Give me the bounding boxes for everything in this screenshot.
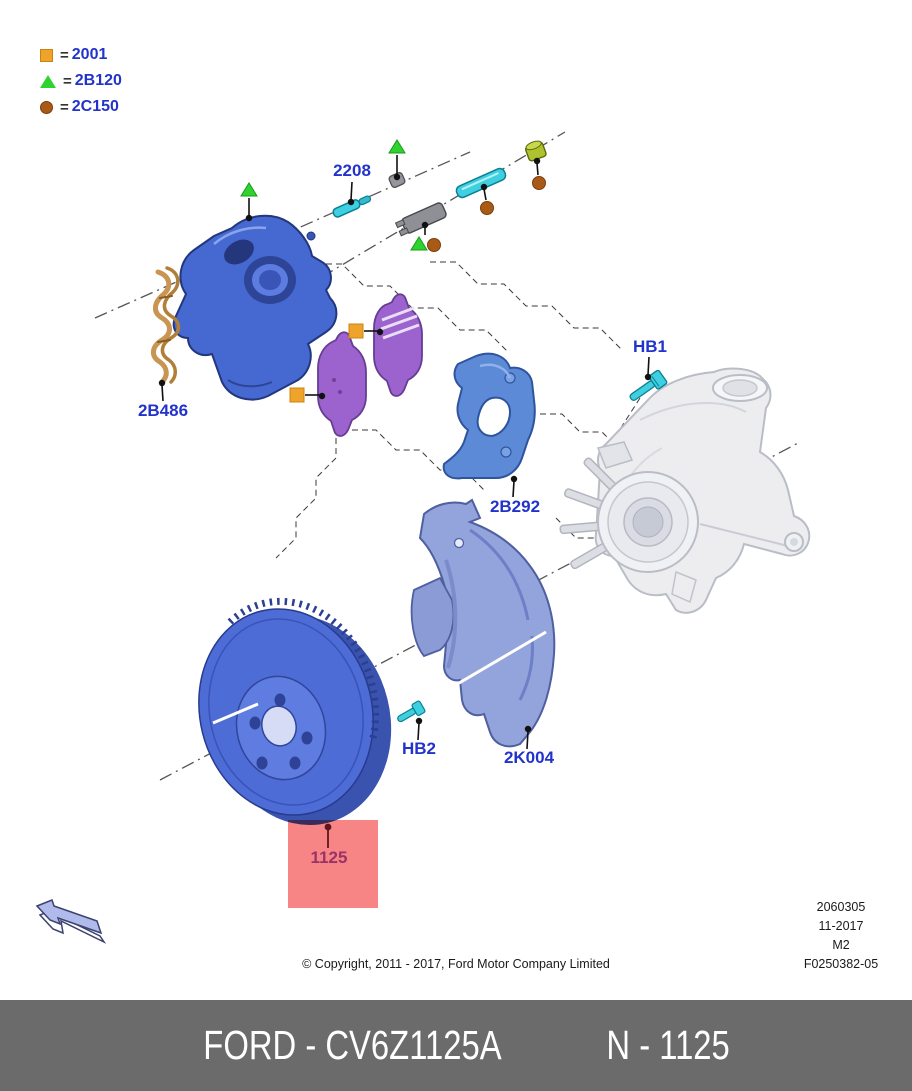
legend: = 2001 = 2B120 = 2C150 <box>40 42 122 120</box>
copyright-text: © Copyright, 2011 - 2017, Ford Motor Com… <box>302 957 610 971</box>
spring-clip-part[interactable] <box>151 266 181 385</box>
legend-code[interactable]: 2C150 <box>71 98 119 115</box>
part-label-spring-clip[interactable]: 2B486 <box>137 401 189 420</box>
triangle-marker <box>410 236 428 251</box>
doc-number: 2060305 <box>816 900 866 914</box>
doc-figure-number: F0250382-05 <box>803 957 879 971</box>
sleeve-part <box>394 202 447 237</box>
square-marker-icon <box>40 48 53 62</box>
footer-catalog-number: N - 1125 <box>606 1022 731 1068</box>
brake-pads-part[interactable] <box>317 293 423 437</box>
diagram-canvas <box>35 131 811 944</box>
part-label-guide-pin[interactable]: 2208 <box>333 161 371 180</box>
legend-equals: = <box>60 98 69 116</box>
circle-marker <box>532 176 546 190</box>
guide-pin-hardware-parts[interactable] <box>332 139 547 237</box>
highlight-box <box>288 820 378 908</box>
part-label-caliper-bracket[interactable]: 2B292 <box>489 497 541 516</box>
legend-item: = 2B120 <box>40 68 122 94</box>
square-marker <box>348 323 364 339</box>
part-label-hub-bolt-2[interactable]: HB2 <box>401 739 437 758</box>
legend-equals: = <box>60 46 69 64</box>
splash-shield-part[interactable] <box>410 498 556 748</box>
hub-bolt-hb2-part[interactable] <box>395 700 426 725</box>
steering-knuckle-part[interactable] <box>559 367 811 614</box>
circle-marker <box>427 238 441 252</box>
direction-arrow-icon <box>35 899 107 944</box>
cap-nut-part <box>524 140 547 162</box>
part-label-brake-disc[interactable]: 1125 <box>310 848 348 867</box>
legend-item: = 2C150 <box>40 94 122 120</box>
legend-code[interactable]: 2001 <box>71 46 108 63</box>
doc-revision: M2 <box>832 938 850 952</box>
legend-item: = 2001 <box>40 42 122 68</box>
footer-part-bar: FORD - CV6Z1125A N - 1125 <box>0 1000 912 1091</box>
brake-caliper-part[interactable] <box>172 214 338 401</box>
part-label-hub-bolt-1[interactable]: HB1 <box>632 337 668 356</box>
legend-code[interactable]: 2B120 <box>74 72 122 89</box>
square-marker <box>289 387 305 403</box>
doc-info-block: 2060305 11-2017 M2 F0250382-05 <box>770 898 912 974</box>
caliper-bracket-part[interactable] <box>442 352 536 480</box>
hub-bolt-hb1-part[interactable] <box>626 369 668 405</box>
callout-leaders <box>158 155 652 848</box>
part-label-splash-shield[interactable]: 2K004 <box>503 748 555 767</box>
circle-marker <box>480 201 494 215</box>
brake-disc-part[interactable] <box>177 590 413 844</box>
fastener-markers <box>240 139 546 403</box>
circle-marker-icon <box>40 100 53 114</box>
triangle-marker <box>240 182 258 197</box>
triangle-marker <box>388 139 406 154</box>
footer-brand-part-number: FORD - CV6Z1125A <box>203 1022 503 1068</box>
triangle-marker-icon <box>40 74 56 88</box>
legend-equals: = <box>63 72 72 90</box>
doc-date: 11-2017 <box>818 919 864 933</box>
